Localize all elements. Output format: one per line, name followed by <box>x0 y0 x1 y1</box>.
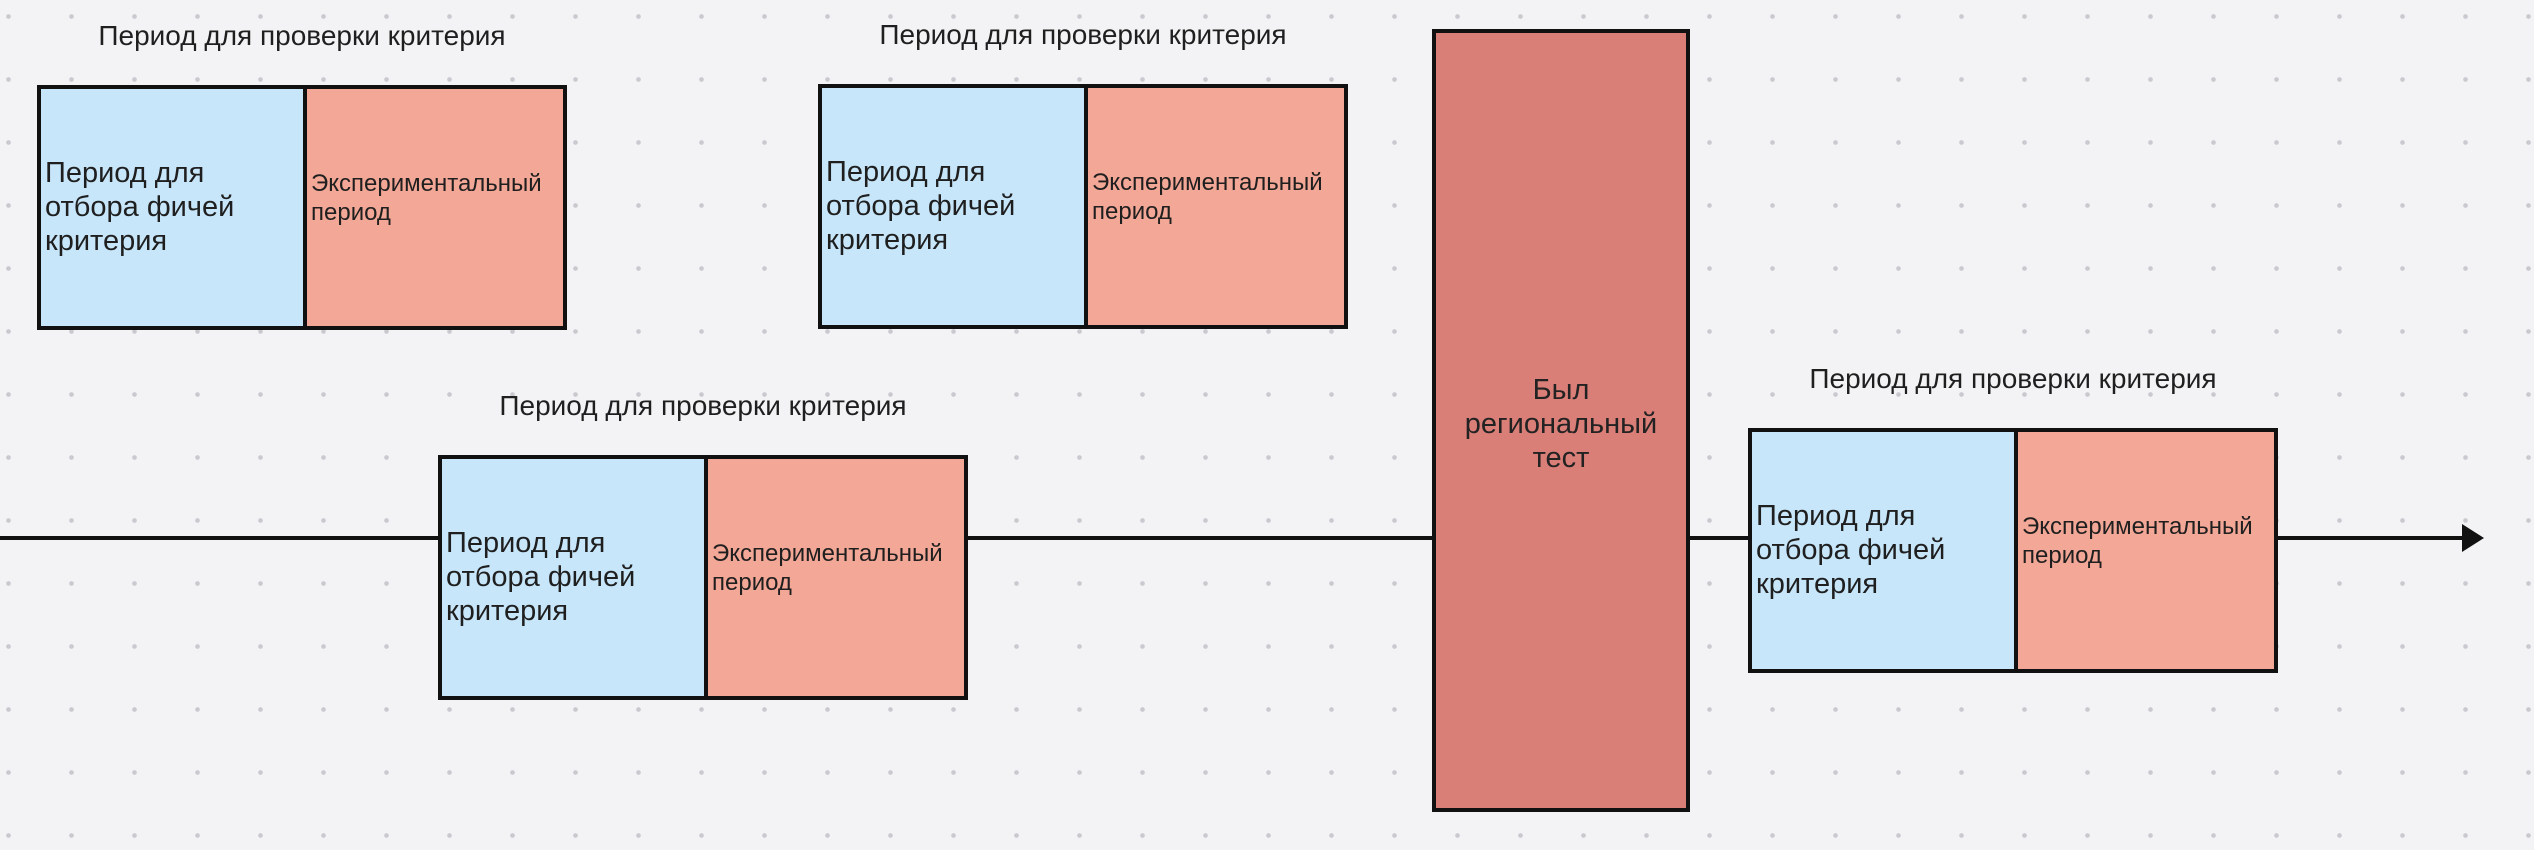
feature-selection-text: Период для отбора фичей критерия <box>826 155 1016 256</box>
timeline-arrowhead <box>2462 524 2484 552</box>
regional-test-text: Был региональный тест <box>1464 374 1658 474</box>
criterion-period-label: Период для проверки критерия <box>1809 363 2217 394</box>
experiment-period-text: Экспериментальный период <box>311 169 542 226</box>
feature-selection-box: Период для отбора фичей критерия <box>438 455 708 700</box>
experiment-period-text: Экспериментальный период <box>2022 512 2253 569</box>
criterion-period-group-4: Период для проверки критерия Период для … <box>1748 362 2278 674</box>
experiment-period-text: Экспериментальный период <box>1092 168 1323 225</box>
feature-selection-text: Период для отбора фичей критерия <box>1756 499 1946 600</box>
feature-selection-box: Период для отбора фичей критерия <box>37 85 307 330</box>
regional-test-block: Был региональный тест <box>1432 29 1690 812</box>
feature-selection-text: Период для отбора фичей критерия <box>45 156 235 257</box>
feature-selection-text: Период для отбора фичей критерия <box>446 526 636 627</box>
experiment-period-text: Экспериментальный период <box>712 539 943 596</box>
experiment-period-box: Экспериментальный период <box>303 85 567 330</box>
criterion-period-group-1: Период для проверки критерия Период для … <box>37 19 567 331</box>
criterion-period-label: Период для проверки критерия <box>499 390 907 421</box>
feature-selection-box: Период для отбора фичей критерия <box>818 84 1088 329</box>
feature-selection-box: Период для отбора фичей критерия <box>1748 428 2018 673</box>
criterion-period-label: Период для проверки критерия <box>879 19 1287 50</box>
criterion-period-label: Период для проверки критерия <box>98 20 506 51</box>
experiment-period-box: Экспериментальный период <box>1084 84 1348 329</box>
experiment-period-box: Экспериментальный период <box>2014 428 2278 673</box>
experiment-period-box: Экспериментальный период <box>704 455 968 700</box>
criterion-period-group-3: Период для проверки критерия Период для … <box>438 389 968 701</box>
criterion-period-group-2: Период для проверки критерия Период для … <box>818 18 1348 330</box>
